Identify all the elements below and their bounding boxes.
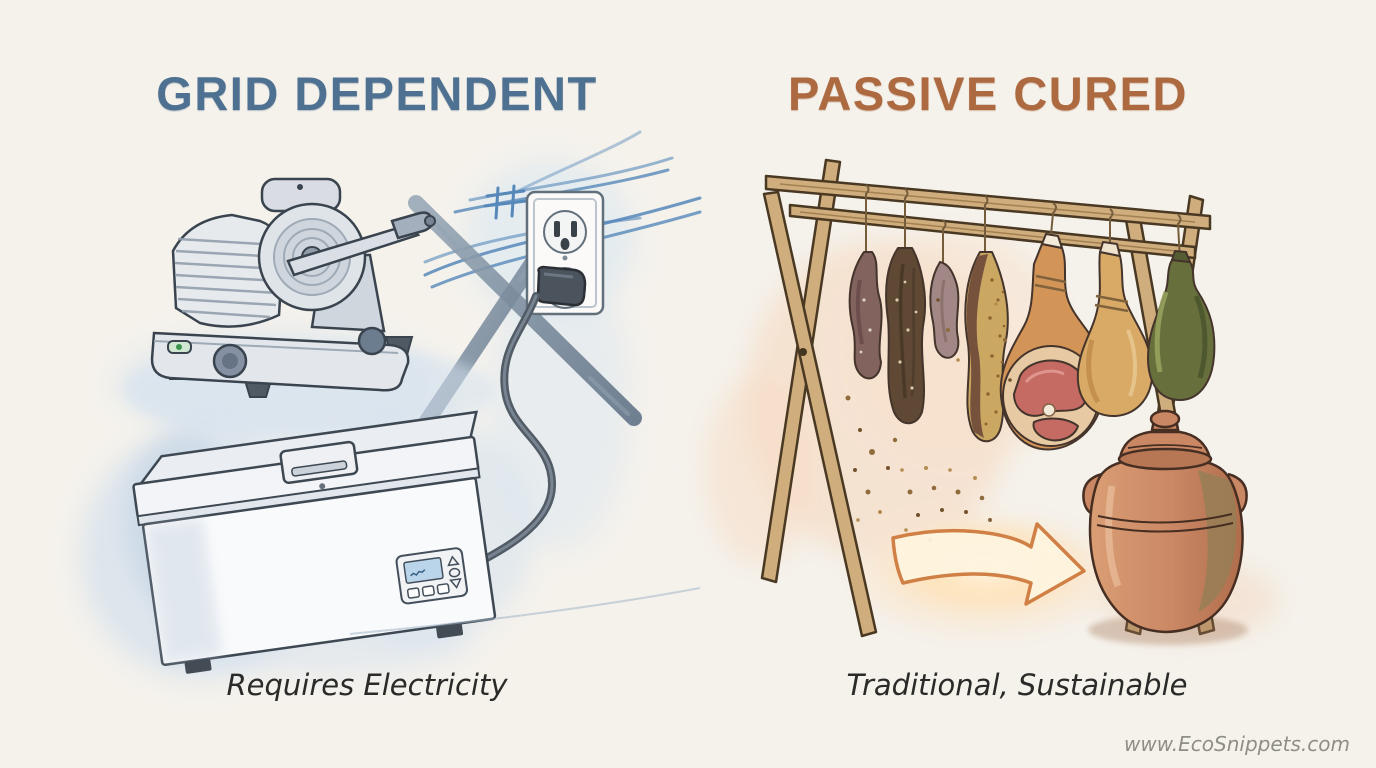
green-wrapped-salume xyxy=(1147,250,1216,401)
plug xyxy=(536,265,587,307)
tan-ham xyxy=(1076,241,1154,418)
left-panel-title: GRID DEPENDENT xyxy=(156,67,598,120)
small-jerky-strip xyxy=(929,261,960,359)
chest-freezer xyxy=(132,410,497,674)
utility-pole-crossarm xyxy=(483,184,528,220)
freezer-handle xyxy=(279,440,359,490)
cured-ham xyxy=(999,233,1106,451)
hanging-cured-meats xyxy=(848,233,1216,451)
meat-slicer xyxy=(125,177,495,439)
watermark-url: www.EcoSnippets.com xyxy=(1124,732,1350,756)
carriage-handle xyxy=(286,211,436,277)
wall-outlet-with-plug xyxy=(525,190,605,316)
speckled-salume xyxy=(964,251,1009,443)
rack-bolt xyxy=(799,348,807,356)
left-panel-caption: Requires Electricity xyxy=(226,668,508,702)
hanging-strings xyxy=(865,184,1182,264)
jerky-strip xyxy=(848,251,883,380)
floor-line xyxy=(349,587,701,635)
glow-arrow xyxy=(880,518,1090,618)
outlet-socket-top xyxy=(543,210,587,254)
rack-left-leg-b xyxy=(762,190,878,638)
rack-left-leg-a xyxy=(760,158,842,584)
freezer-control-panel xyxy=(395,547,469,605)
dark-jerky-strip xyxy=(885,247,927,425)
thickness-knob xyxy=(212,343,248,379)
power-cord xyxy=(483,292,557,562)
right-panel-caption: Traditional, Sustainable xyxy=(846,668,1188,702)
crock-lid xyxy=(1117,409,1213,471)
right-panel-title: PASSIVE CURED xyxy=(788,67,1188,120)
terracotta-crock xyxy=(1082,409,1248,645)
